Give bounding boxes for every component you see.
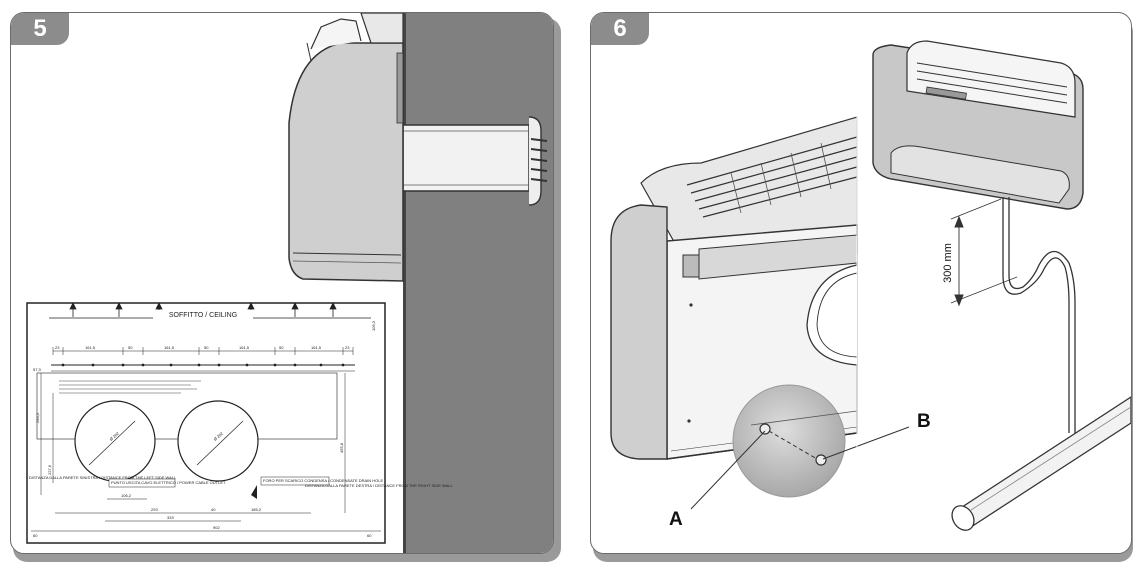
callout-drain: FORO PER SCARICO CONDENSA / CONDENSATE D… (263, 478, 383, 483)
dim-bottom-total: 902 (213, 525, 220, 530)
dim-bottom-b: 40 (211, 507, 216, 512)
dim-seg-a: 23 (55, 345, 60, 350)
dim-bottom-d: 333 (167, 515, 174, 520)
dim-seg-b: 161,5 (85, 345, 96, 350)
height-label: 300 mm (942, 243, 954, 283)
wall-edge (403, 13, 406, 553)
panel-6: A B 300 mm (590, 12, 1132, 554)
hole-a (759, 423, 771, 435)
height-dimension (950, 198, 1018, 307)
dim-seg-h: 161,5 (311, 345, 322, 350)
dim-bottom-left: 60 (33, 533, 38, 538)
dim-bottom-c: 185,2 (251, 507, 262, 512)
side-note-left: DISTANZA DALLA PARETE SINISTRA / DISTANC… (29, 475, 177, 480)
dim-seg-g: 50 (279, 345, 284, 350)
panel-5: SOFFITTO / CEILING 23 161,5 50 161,5 50 … (10, 12, 554, 554)
dim-seg-i: 23 (345, 345, 350, 350)
hole-b (815, 454, 827, 466)
label-a: A (669, 509, 683, 530)
indoor-unit-side (288, 13, 404, 282)
dim-bottom-a: 293 (151, 507, 158, 512)
dim-seg-c: 50 (128, 345, 133, 350)
dim-left-top: 57,3 (33, 367, 42, 372)
panel-5-illustration: SOFFITTO / CEILING 23 161,5 50 161,5 50 … (26, 13, 553, 553)
detail-magnifier (732, 384, 858, 498)
panel-number-6: 6 (591, 13, 649, 45)
callout-power-outlet: PUNTO USCITA CAVO ELETTRICO / POWER CABL… (111, 480, 226, 485)
label-b: B (917, 411, 931, 432)
dim-seg-e: 50 (204, 345, 209, 350)
dim-right-vert: 455,8 (339, 442, 344, 453)
panel-6-illustration: A B 300 mm (610, 13, 1131, 553)
outside-grille (528, 116, 548, 206)
dim-left-low: 227,6 (47, 464, 52, 475)
wall-hole-right: Ø 202 (177, 400, 259, 482)
dim-seg-d: 161,5 (164, 345, 175, 350)
panel-number-5: 5 (11, 13, 69, 45)
dim-corner-right: 109,3 (371, 320, 376, 331)
side-note-right: DISTANZA DALLA PARETE DESTRA / DISTANCE … (305, 483, 454, 488)
dim-small-h: 106,2 (121, 493, 132, 498)
wall-hole (402, 124, 530, 192)
ceiling-label: SOFFITTO / CEILING (169, 312, 237, 319)
drain-tube (1002, 197, 1076, 433)
outdoor-pipe (951, 396, 1131, 531)
phi-b: Ø 202 (212, 430, 224, 441)
dim-bottom-right: 60 (367, 533, 372, 538)
technical-drawing: SOFFITTO / CEILING 23 161,5 50 161,5 50 … (26, 302, 454, 544)
dim-seg-f: 161,5 (239, 345, 250, 350)
unit-underside (872, 40, 1084, 210)
wall-hole-left: Ø 202 (74, 400, 156, 482)
phi-a: Ø 202 (108, 430, 120, 441)
wall (403, 13, 553, 553)
dim-left-mid: 294,3 (35, 412, 40, 423)
